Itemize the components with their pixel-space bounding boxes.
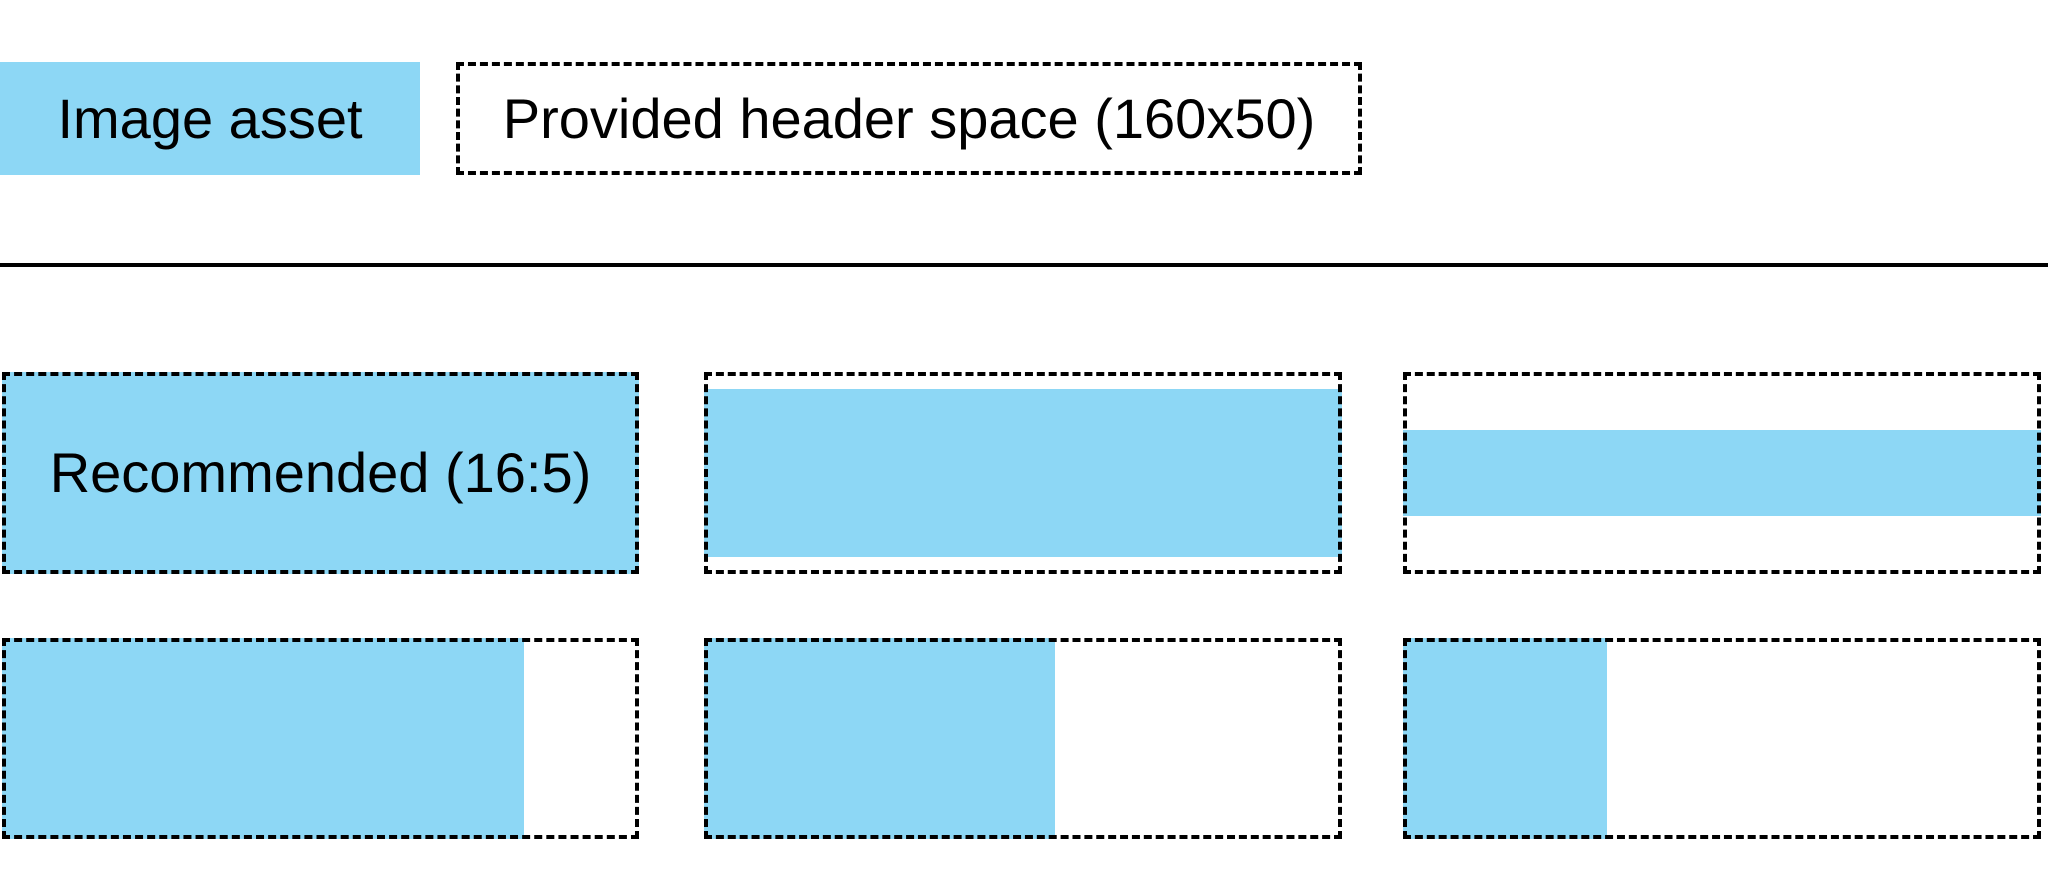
image-asset-fill: [1403, 638, 1608, 839]
example-box-widest-letterboxed: [1403, 372, 2041, 574]
image-asset-fill: [2, 372, 639, 574]
legend-image-asset-label: Image asset: [57, 86, 363, 150]
image-asset-fill: [2, 638, 525, 839]
divider-line: [0, 263, 2048, 267]
image-asset-fill: [1403, 429, 2041, 517]
recommended-label: Recommended (16:5): [49, 441, 592, 504]
example-box-taller-wide: [2, 638, 639, 839]
example-box-recommended: Recommended (16:5): [2, 372, 639, 574]
legend-image-asset-swatch: Image asset: [0, 62, 420, 175]
example-box-wider-letterboxed: [704, 372, 1342, 574]
example-box-taller-narrow: [1403, 638, 2041, 839]
legend-header-space-box: Provided header space (160x50): [456, 62, 1362, 175]
image-asset-fill: [704, 638, 1055, 839]
legend-header-space-label: Provided header space (160x50): [502, 86, 1316, 150]
image-asset-fill: [704, 389, 1342, 557]
example-box-taller-medium: [704, 638, 1342, 839]
